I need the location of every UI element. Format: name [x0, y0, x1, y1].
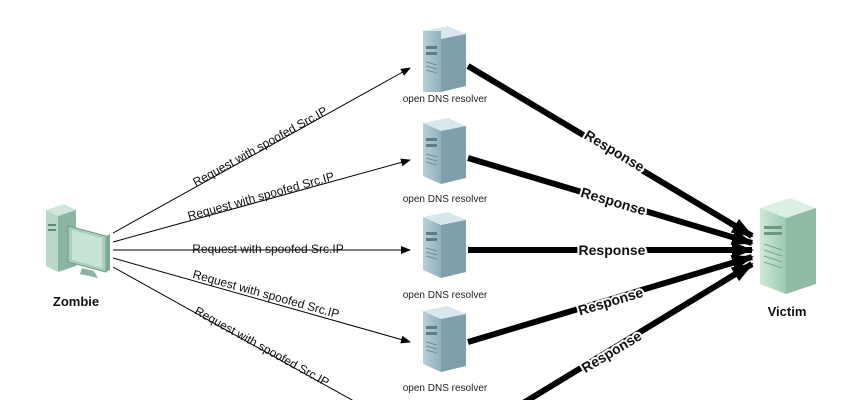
- request-arrow-4: [112, 257, 411, 344]
- request-arrow-5: [112, 266, 354, 400]
- response-arrow-4: [467, 254, 754, 345]
- response-label-5: Response: [579, 328, 645, 376]
- server-icon: [423, 306, 466, 372]
- resolver-label-1: open DNS resolver: [403, 94, 488, 105]
- server-icon: [423, 26, 466, 92]
- resolver-label-4: open DNS resolver: [403, 383, 488, 394]
- response-label-3: Response: [579, 242, 646, 258]
- computer-icon: [46, 204, 110, 278]
- response-labels: Response Response Response Response Resp…: [574, 125, 650, 378]
- zombie-label: Zombie: [53, 294, 99, 309]
- response-label-1: Response: [582, 127, 648, 175]
- response-label-4: Response: [576, 284, 645, 318]
- response-arrows: [466, 63, 754, 400]
- request-labels: Request with spoofed Src.IP Request with…: [186, 104, 344, 390]
- zombie-node: [46, 204, 110, 278]
- request-label-5: Request with spoofed Src.IP: [192, 304, 331, 390]
- server-icon: [423, 212, 466, 278]
- resolver-4: [423, 306, 466, 372]
- server-icon: [423, 118, 466, 184]
- request-arrows: [112, 67, 411, 400]
- resolver-label-2: open DNS resolver: [403, 194, 488, 205]
- response-arrow-2: [467, 155, 754, 246]
- resolver-3: [423, 212, 466, 278]
- resolver-label-3: open DNS resolver: [403, 290, 488, 301]
- request-arrow-2: [112, 158, 411, 243]
- victim-label: Victim: [768, 304, 807, 319]
- response-arrow-5: [522, 261, 754, 400]
- request-arrow-1: [112, 67, 411, 234]
- victim-node: [760, 198, 816, 294]
- resolver-1: [423, 26, 466, 92]
- request-label-3: Request with spoofed Src.IP: [192, 242, 343, 256]
- response-label-2: Response: [579, 184, 648, 218]
- resolver-2: [423, 118, 466, 184]
- server-icon: [760, 198, 816, 294]
- response-arrow-1: [466, 63, 754, 239]
